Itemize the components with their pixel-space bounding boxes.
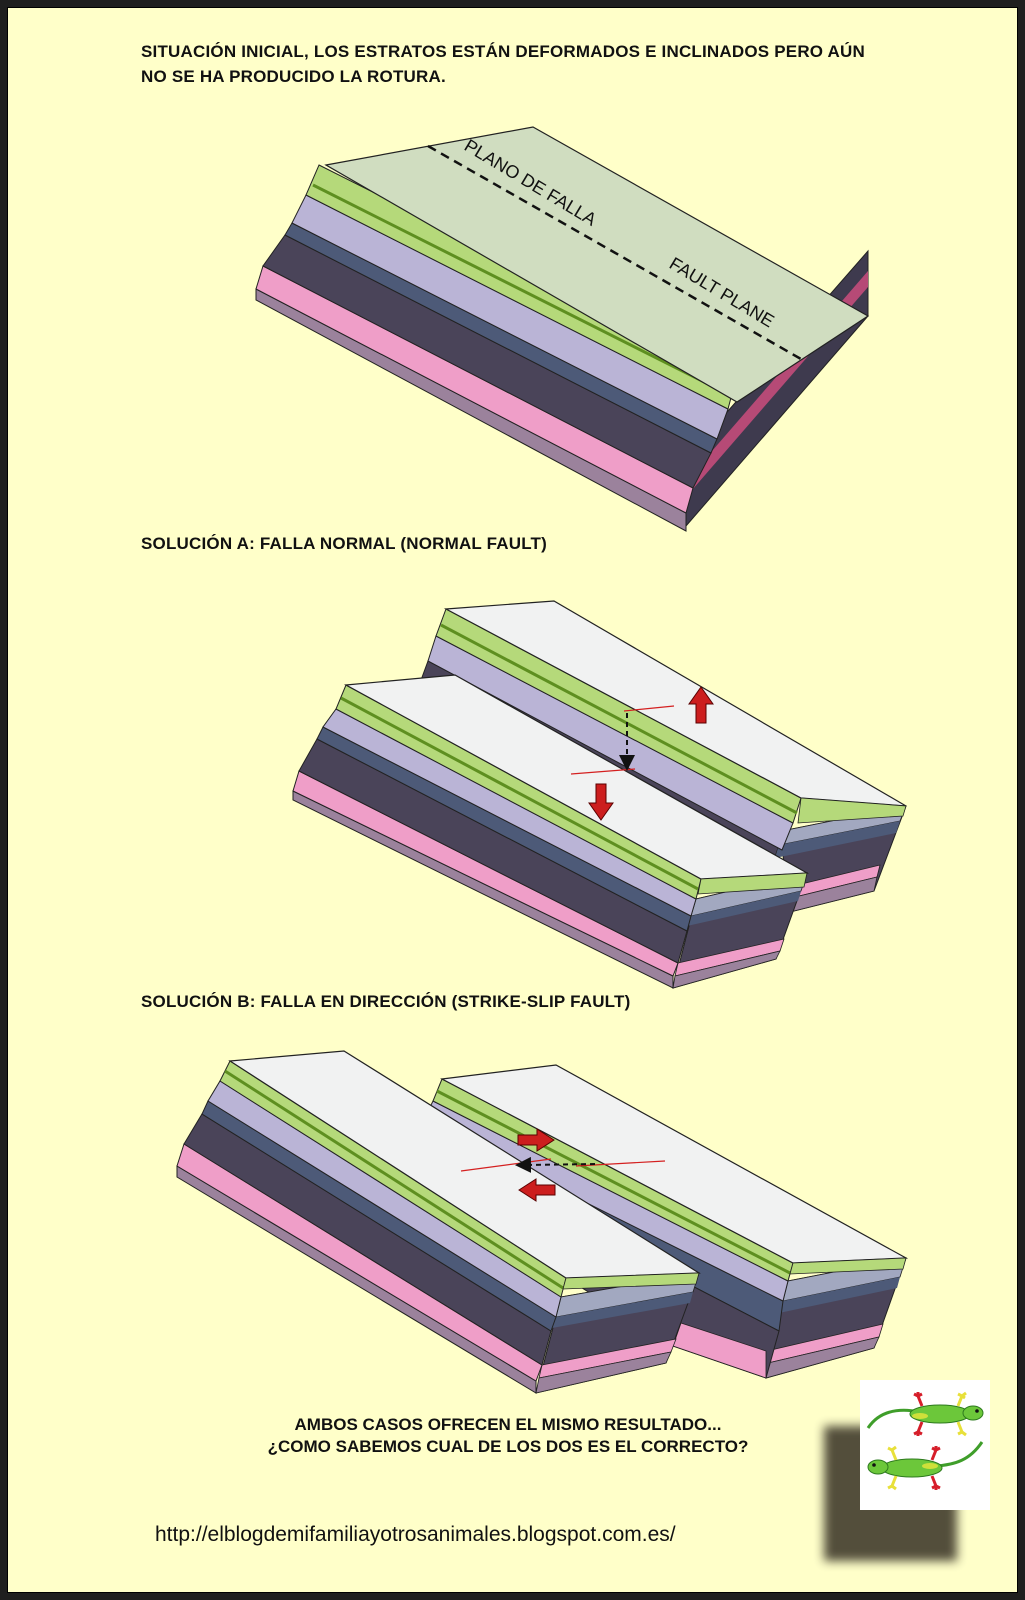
normal-fault-markers	[570, 686, 714, 821]
block-diagrams: PLANO DE FALLA FAULT PLANE	[176, 126, 909, 1394]
gecko-icon	[866, 1391, 984, 1491]
heading-initial-line2: NO SE HA PRODUCIDO LA ROTURA.	[141, 67, 446, 86]
strike-left-block	[176, 1050, 701, 1394]
strike-fault-markers	[460, 1128, 666, 1202]
poster-frame: SITUACIÓN INICIAL, LOS ESTRATOS ESTÁN DE…	[7, 7, 1018, 1593]
heading-initial-line1: SITUACIÓN INICIAL, LOS ESTRATOS ESTÁN DE…	[141, 42, 865, 61]
red-arrow-up-icon	[688, 686, 714, 724]
initial-top-surface	[324, 126, 870, 403]
red-arrow-left-icon	[518, 1178, 556, 1202]
question-line2: ¿COMO SABEMOS CUAL DE LOS DOS ES EL CORR…	[267, 1437, 749, 1456]
blog-url[interactable]: http://elblogdemifamiliayotrosanimales.b…	[155, 1523, 676, 1546]
red-arrow-down-icon	[588, 783, 614, 821]
initial-block: PLANO DE FALLA FAULT PLANE	[255, 126, 870, 532]
heading-initial-situation: SITUACIÓN INICIAL, LOS ESTRATOS ESTÁN DE…	[141, 39, 865, 89]
heading-strike-slip-fault: SOLUCIÓN B: FALLA EN DIRECCIÓN (STRIKE-S…	[141, 992, 631, 1011]
normal-front-block	[292, 674, 810, 989]
normal-back-block	[416, 600, 907, 914]
fault-plane-line	[427, 144, 802, 361]
logo	[860, 1380, 990, 1510]
heading-normal-fault: SOLUCIÓN A: FALLA NORMAL (NORMAL FAULT)	[141, 534, 547, 553]
red-arrow-right-icon	[517, 1128, 555, 1152]
displacement-arrow-left	[515, 1156, 596, 1173]
question-line1: AMBOS CASOS OFRECEN EL MISMO RESULTADO..…	[294, 1415, 722, 1434]
